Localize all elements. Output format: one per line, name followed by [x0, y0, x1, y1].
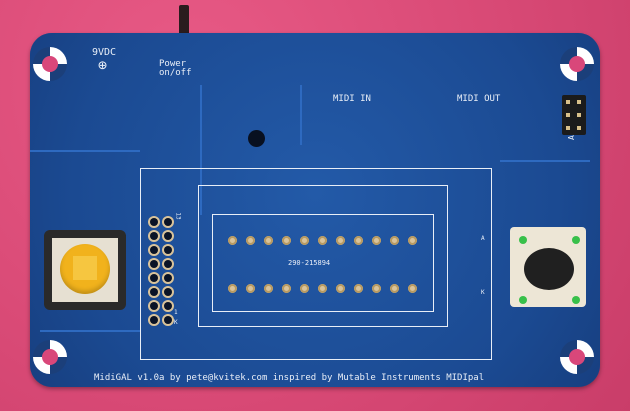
power-in-label: 9VDC — [92, 47, 117, 58]
plus-icon: ⊕ — [98, 56, 108, 74]
mounting-hole-top-right — [560, 47, 594, 81]
part-number-label: 290-215894 — [288, 259, 331, 267]
encoder-a-label: A — [481, 235, 485, 242]
header-pin-1-label: 1 — [174, 309, 178, 316]
midi-in-label: MIDI IN — [333, 94, 371, 104]
avr-isp-header — [562, 95, 586, 135]
power-switch-label: Power — [159, 59, 187, 69]
mounting-hole-top-left — [33, 47, 67, 81]
trace — [40, 330, 140, 332]
pcb-board — [30, 33, 600, 387]
display-outline — [140, 168, 492, 360]
power-switch-lever — [179, 5, 189, 35]
ic-socket-outline — [212, 214, 434, 312]
trace — [30, 150, 140, 152]
encoder-k-label: K — [481, 289, 485, 296]
board-hole — [248, 130, 265, 147]
trace — [300, 85, 302, 145]
trace — [500, 160, 590, 162]
midi-out-label: MIDI OUT — [457, 94, 501, 104]
header-k-label: K — [174, 319, 178, 326]
board-footer-label: MidiGAL v1.0a by pete@kvitek.com inspire… — [94, 373, 485, 383]
trace — [200, 85, 202, 215]
power-switch-sublabel: on/off — [159, 68, 192, 78]
mounting-hole-bottom-right — [560, 340, 594, 374]
display-inner-outline — [198, 185, 448, 327]
mounting-hole-bottom-left — [33, 340, 67, 374]
